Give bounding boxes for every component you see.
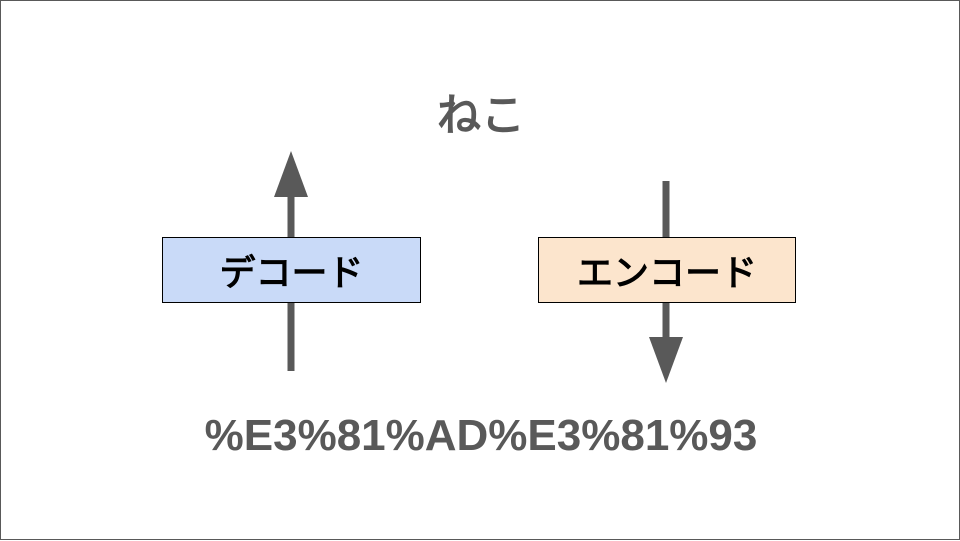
cat-text: ねこ <box>437 90 525 141</box>
decode-label: デコード <box>219 253 364 294</box>
encode-arrow-head <box>649 337 683 383</box>
encoded-text: %E3%81%AD%E3%81%93 <box>204 411 758 460</box>
encode-label: エンコード <box>576 253 757 294</box>
decode-arrow-head <box>274 151 308 197</box>
decode-box: デコード <box>162 237 421 303</box>
encode-box: エンコード <box>538 237 796 303</box>
